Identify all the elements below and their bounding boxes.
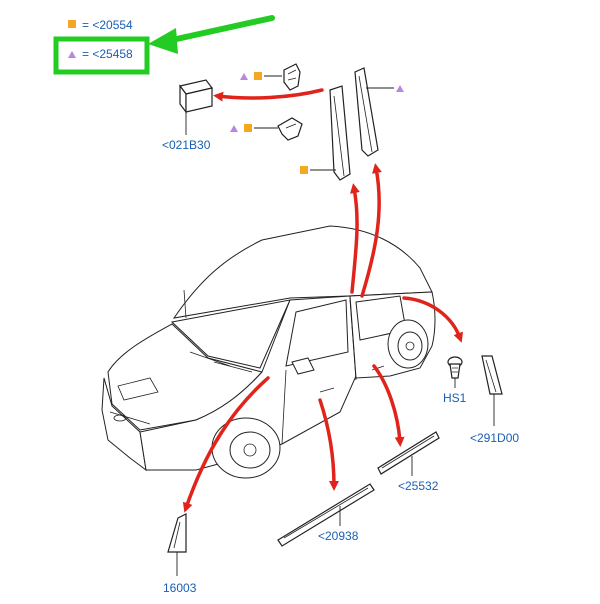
arrow-to-pillar-front — [350, 183, 360, 294]
legend-triangle-label: = <25458 — [82, 47, 133, 61]
label-strip-upper: <25532 — [398, 479, 439, 493]
arrow-to-triangle-trim — [182, 376, 270, 513]
legend-square-marker — [68, 20, 76, 28]
strip-upper-part: <25532 — [377, 431, 440, 493]
legend: = <20554 = <25458 — [68, 18, 133, 61]
square-marker — [244, 124, 252, 132]
wedge-part: <291D00 — [470, 355, 519, 445]
arrow-to-pillar-rear — [360, 163, 382, 298]
label-wedge: <291D00 — [470, 431, 519, 445]
strip-lower-part: <20938 — [277, 483, 375, 547]
clip-lower — [230, 117, 303, 141]
triangle-marker — [230, 125, 238, 132]
highlight-arrow — [148, 15, 275, 54]
pillar-rear — [354, 67, 404, 157]
clip-upper — [240, 63, 301, 91]
legend-triangle-marker — [68, 51, 76, 58]
pillar-front — [300, 85, 351, 181]
car-body — [101, 225, 436, 479]
label-hs1: HS1 — [443, 391, 467, 405]
square-marker — [254, 72, 262, 80]
legend-square-label: = <20554 — [82, 18, 133, 32]
arrow-to-wedge — [402, 296, 463, 343]
arrow-to-strip-upper — [372, 364, 405, 447]
screw-hs1: HS1 — [443, 356, 467, 405]
arrow-to-strip-lower — [318, 398, 339, 491]
block-part: <021B30 — [162, 79, 214, 152]
square-marker — [300, 166, 308, 174]
triangle-marker — [240, 73, 248, 80]
triangle-trim-part: 16003 — [163, 513, 197, 595]
label-strip-lower: <20938 — [318, 529, 359, 543]
triangle-marker — [396, 85, 404, 92]
label-block: <021B30 — [162, 138, 211, 152]
arrow-to-block — [213, 88, 324, 102]
highlight-box — [53, 36, 150, 75]
label-triangle-trim: 16003 — [163, 581, 197, 595]
callout-arrows — [182, 88, 463, 513]
